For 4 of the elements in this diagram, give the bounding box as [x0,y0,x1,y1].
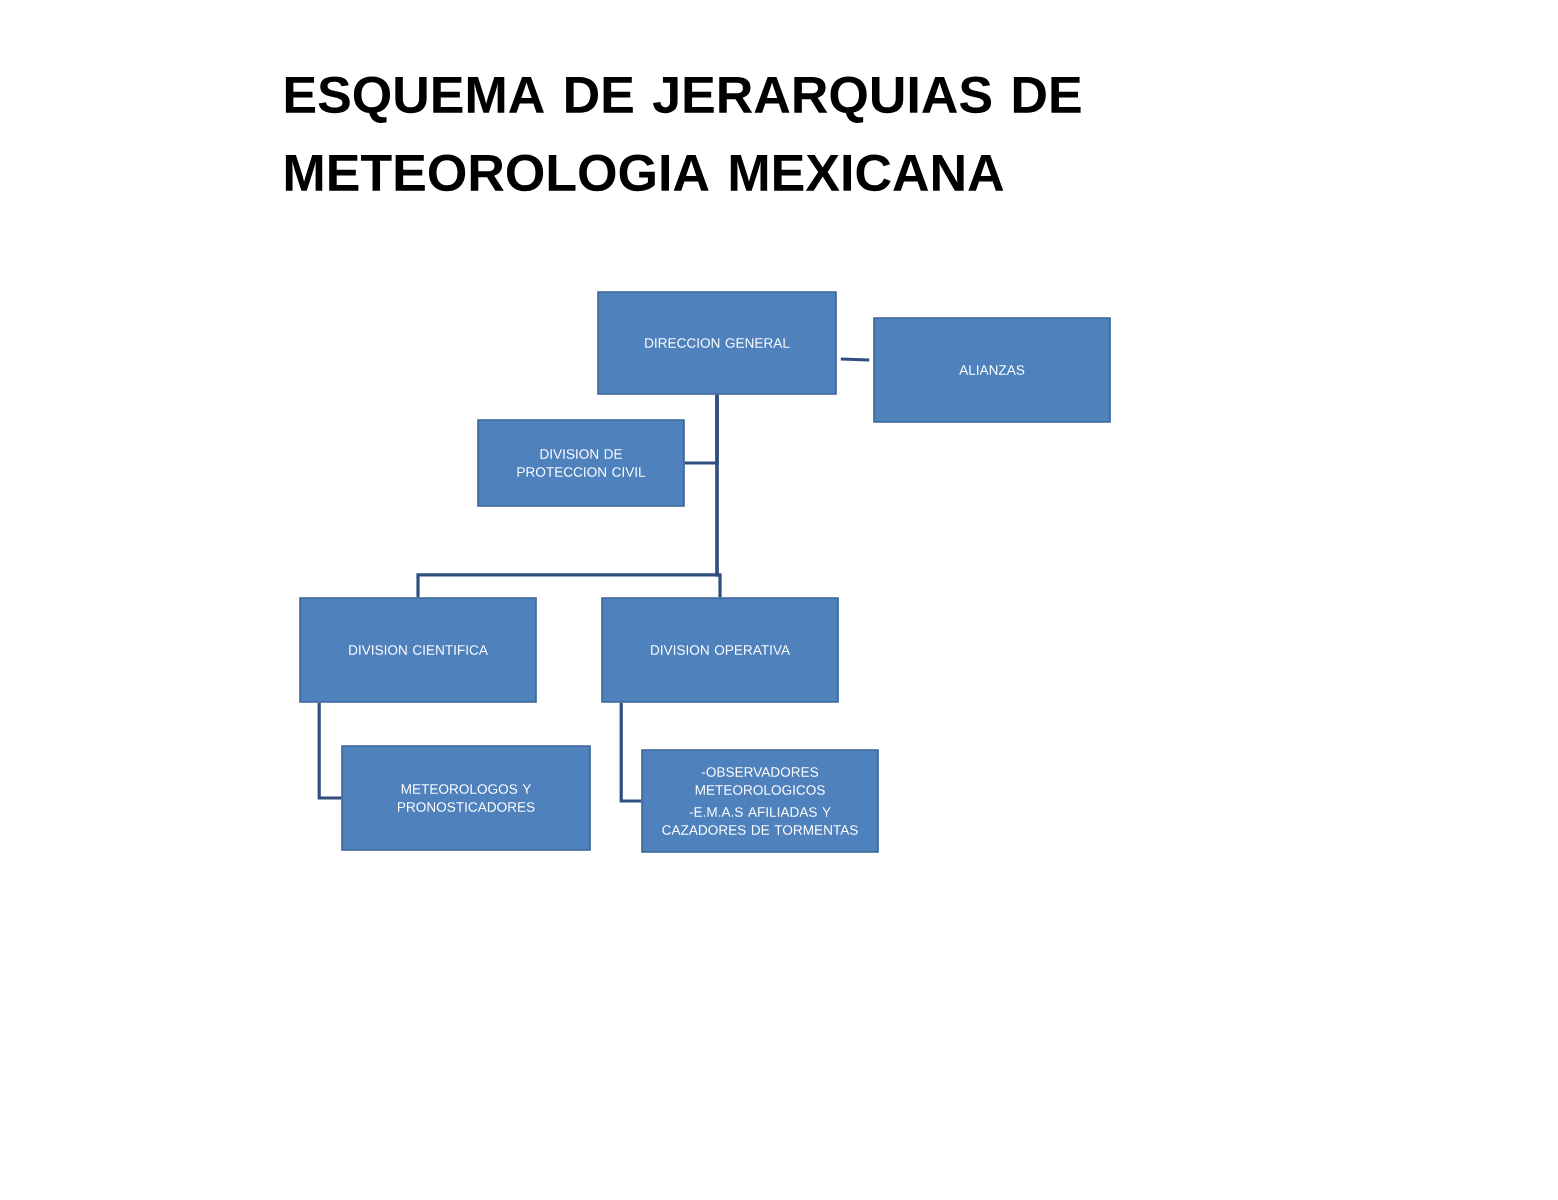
connector-line [317,702,342,800]
title: ESQUEMA DE JERARQUIAS DE METEOROLOGIA MEXICANA [285,76,1081,192]
connector-line [715,394,722,598]
connector-line [619,702,642,803]
